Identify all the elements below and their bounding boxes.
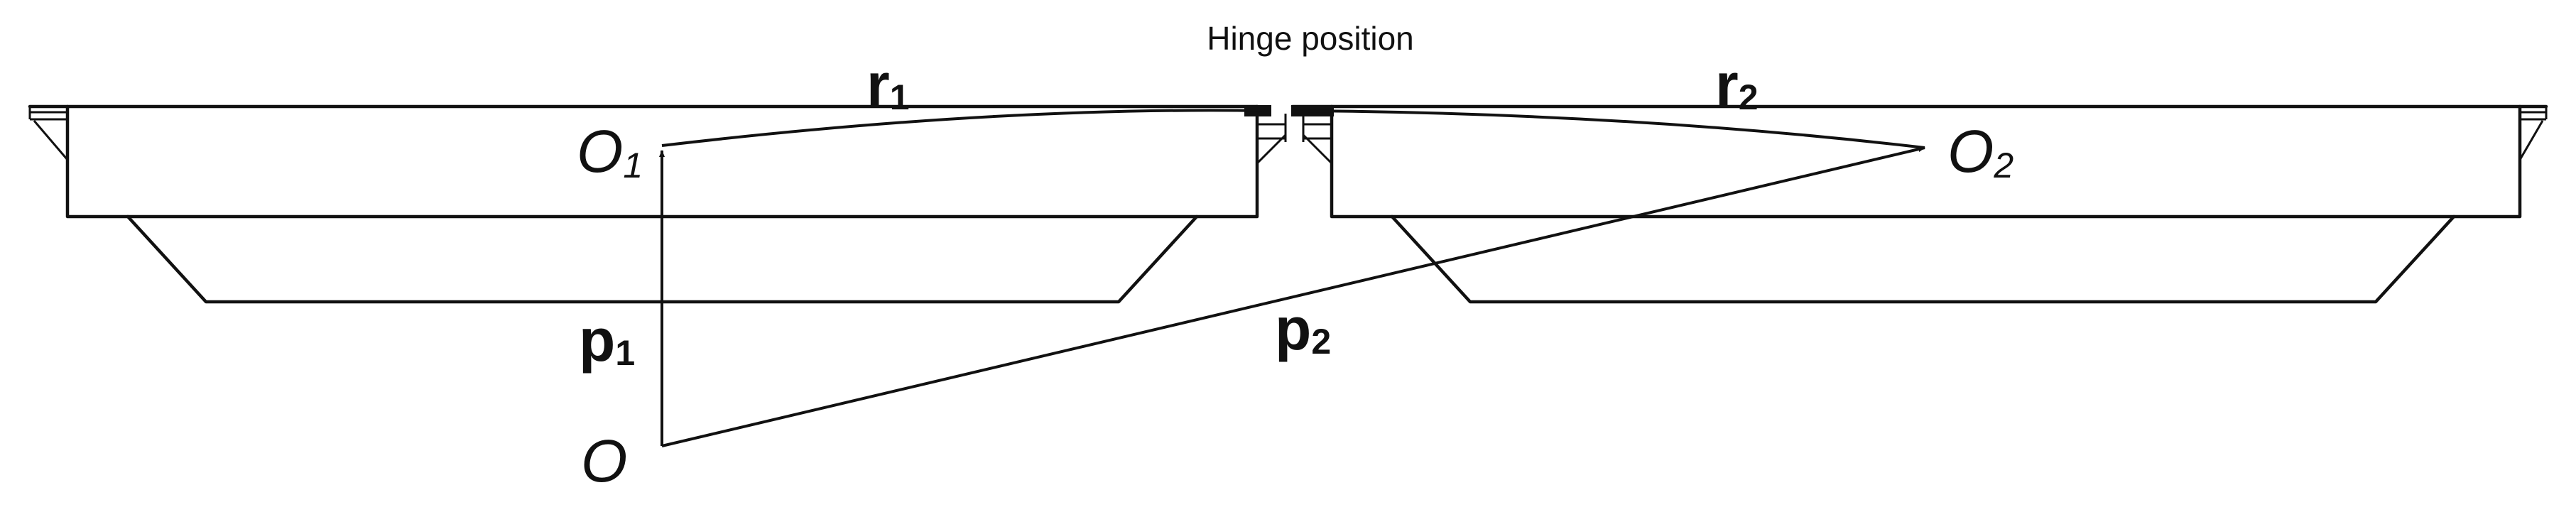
r2-label: r2 [1715,51,1759,118]
origin-label: O [581,428,627,494]
left-panel [28,104,1287,304]
p1-label: p1 [579,307,635,374]
r1-vector [661,109,1265,147]
p2-vector [661,146,1925,447]
r1-label: r1 [866,51,910,118]
p2-label: p2 [1275,295,1331,362]
right-deck-body [1330,104,2522,219]
right-hinge-bracket [1291,105,1334,165]
o1-label: O1 [577,118,643,185]
left-end-cap [28,107,69,160]
r2-vector [1306,109,1925,149]
right-end-cap [2518,107,2548,160]
o2-label: O2 [1947,118,2013,185]
left-hinge-bracket [1244,105,1287,165]
hinge-position-label: Hinge position [1207,20,1414,57]
right-panel [1290,104,2548,304]
vectors [659,109,1925,447]
right-pontoon [1390,214,2456,304]
